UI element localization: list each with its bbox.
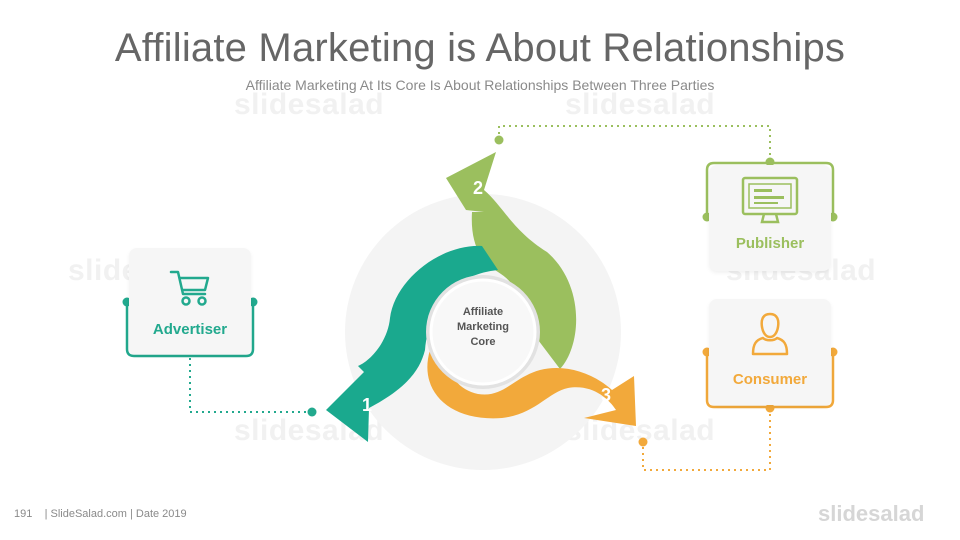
center-label: Affiliate Marketing Core [437,305,529,350]
arrow-3-consumer [427,350,636,426]
connector-dot [307,407,317,417]
shopping-cart-icon [169,270,210,306]
connector-consumer [642,408,771,471]
connector-dot [638,437,648,447]
footer-text: 191 | SlideSalad.com | Date 2019 [14,508,187,520]
brand-logo: slidesalad [818,501,925,526]
advertiser-card: Advertiser [129,248,251,354]
page-subtitle: Affiliate Marketing At Its Core Is About… [245,77,715,93]
consumer-bracket [705,352,835,409]
page-title: Affiliate Marketing is About Relationshi… [114,26,846,70]
arrow-1-advertiser [326,245,498,442]
connector-advertiser [189,358,312,413]
user-icon [751,312,789,356]
publisher-bracket [705,161,835,217]
center-label-line: Core [470,336,496,348]
watermark: slidesalad [234,88,385,121]
step-number-3: 3 [601,385,612,405]
step-number-1: 1 [362,395,373,415]
advertiser-label: Advertiser [152,321,228,338]
center-core [429,278,537,386]
step-number-2: 2 [473,178,484,198]
publisher-card: Publisher [709,165,831,271]
watermark: slidesalad [565,88,716,121]
arrow-2-publisher [446,152,577,369]
center-label-line: Affiliate [462,306,504,318]
consumer-card: Consumer [709,299,831,405]
publisher-label: Publisher [735,235,805,252]
connector-publisher [498,125,771,162]
consumer-label: Consumer [732,371,808,388]
monitor-icon [741,176,799,224]
connector-dot [494,135,504,145]
advertiser-bracket [125,302,255,358]
center-label-line: Marketing [457,321,509,333]
